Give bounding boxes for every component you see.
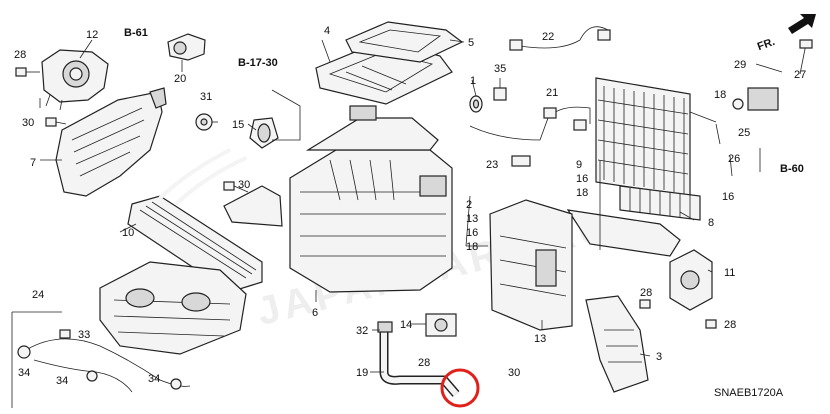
callout-30-c: 30 (508, 367, 520, 379)
callout-23: 23 (486, 159, 498, 171)
housing-13 (489, 199, 573, 331)
callout-28-a: 28 (14, 49, 26, 61)
bolt-27 (799, 39, 813, 75)
expansion-valve-18 (732, 87, 779, 111)
motor-14 (425, 313, 457, 337)
screw-30-mid (223, 181, 249, 193)
callout-26: 26 (728, 153, 740, 165)
leader-lines (39, 39, 761, 373)
callout-28-c: 28 (724, 319, 736, 331)
heater-pipes (158, 148, 247, 206)
callout-21: 21 (546, 87, 558, 99)
callout-10: 10 (122, 227, 134, 239)
callout-2: 2 (466, 199, 472, 211)
duct-3 (585, 295, 649, 393)
duct-7 (55, 87, 167, 197)
callout-19: 19 (356, 367, 368, 379)
callout-8: 8 (708, 217, 714, 229)
callout-11: 11 (724, 267, 735, 279)
callout-6: 6 (312, 307, 318, 319)
callout-20: 20 (174, 73, 186, 85)
callout-16-a: 16 (466, 227, 478, 239)
callout-12: 12 (86, 29, 98, 41)
callout-7: 7 (30, 157, 36, 169)
callout-34-b: 34 (56, 375, 68, 387)
evaporator-core (595, 77, 717, 197)
grommet-15 (249, 117, 279, 149)
sensor-20 (167, 33, 206, 72)
harness-21 (469, 106, 591, 141)
callout-34-a: 34 (18, 367, 30, 379)
direction-arrow (788, 14, 816, 34)
filter-8 (619, 185, 701, 221)
callout-18-b: 18 (576, 187, 588, 199)
callout-13-b: 13 (534, 333, 546, 345)
blower-unit (99, 261, 247, 355)
callout-16-c: 16 (722, 191, 734, 203)
callout-14: 14 (400, 319, 412, 331)
callout-28-b: 28 (640, 287, 652, 299)
ref-b61: B-61 (124, 27, 148, 39)
callout-33: 33 (78, 329, 90, 341)
callout-18-c: 18 (714, 89, 726, 101)
bolt-28-topleft (15, 67, 40, 77)
callout-25: 25 (738, 127, 750, 139)
callout-15: 15 (232, 119, 244, 131)
screw-28-right (639, 299, 717, 329)
callout-13-a: 13 (466, 213, 478, 225)
drain-hose-19 (377, 321, 460, 397)
callout-30-b: 30 (238, 179, 250, 191)
callout-35: 35 (494, 63, 506, 75)
direction-label: FR. (756, 36, 777, 53)
harness-24 (11, 311, 191, 408)
callout-32: 32 (356, 325, 368, 337)
callout-31: 31 (200, 91, 212, 103)
callout-1: 1 (470, 75, 476, 87)
diagram-code: SNAEB1720A (714, 387, 784, 399)
callout-30-a: 30 (22, 117, 34, 129)
actuator-assembly-12 (41, 49, 109, 111)
screw-30-left (45, 117, 67, 127)
callout-29: 29 (734, 59, 746, 71)
harness-22 (509, 26, 611, 51)
actuator-11 (669, 249, 713, 311)
cover-5 (345, 21, 464, 63)
highlight-circle (440, 368, 480, 408)
callout-16-b: 16 (576, 173, 588, 185)
nut-35 (493, 87, 507, 101)
unit-case-6 (223, 105, 453, 293)
callout-22: 22 (542, 31, 554, 43)
callout-28-d: 28 (418, 357, 430, 369)
callout-27: 27 (794, 69, 806, 81)
clip-31 (195, 113, 213, 131)
callout-9: 9 (576, 159, 582, 171)
callout-18-a: 18 (466, 241, 478, 253)
tray-9 (566, 209, 681, 257)
callout-24: 24 (32, 289, 44, 301)
callout-5: 5 (468, 37, 474, 49)
callout-34-c: 34 (148, 373, 160, 385)
bolt-29 (755, 63, 783, 73)
callout-4: 4 (324, 25, 330, 37)
ref-b1730: B-17-30 (238, 57, 278, 69)
sensor-23 (511, 155, 531, 167)
ref-b60: B-60 (780, 163, 804, 175)
grommet-1 (469, 95, 483, 113)
callout-3: 3 (656, 351, 662, 363)
